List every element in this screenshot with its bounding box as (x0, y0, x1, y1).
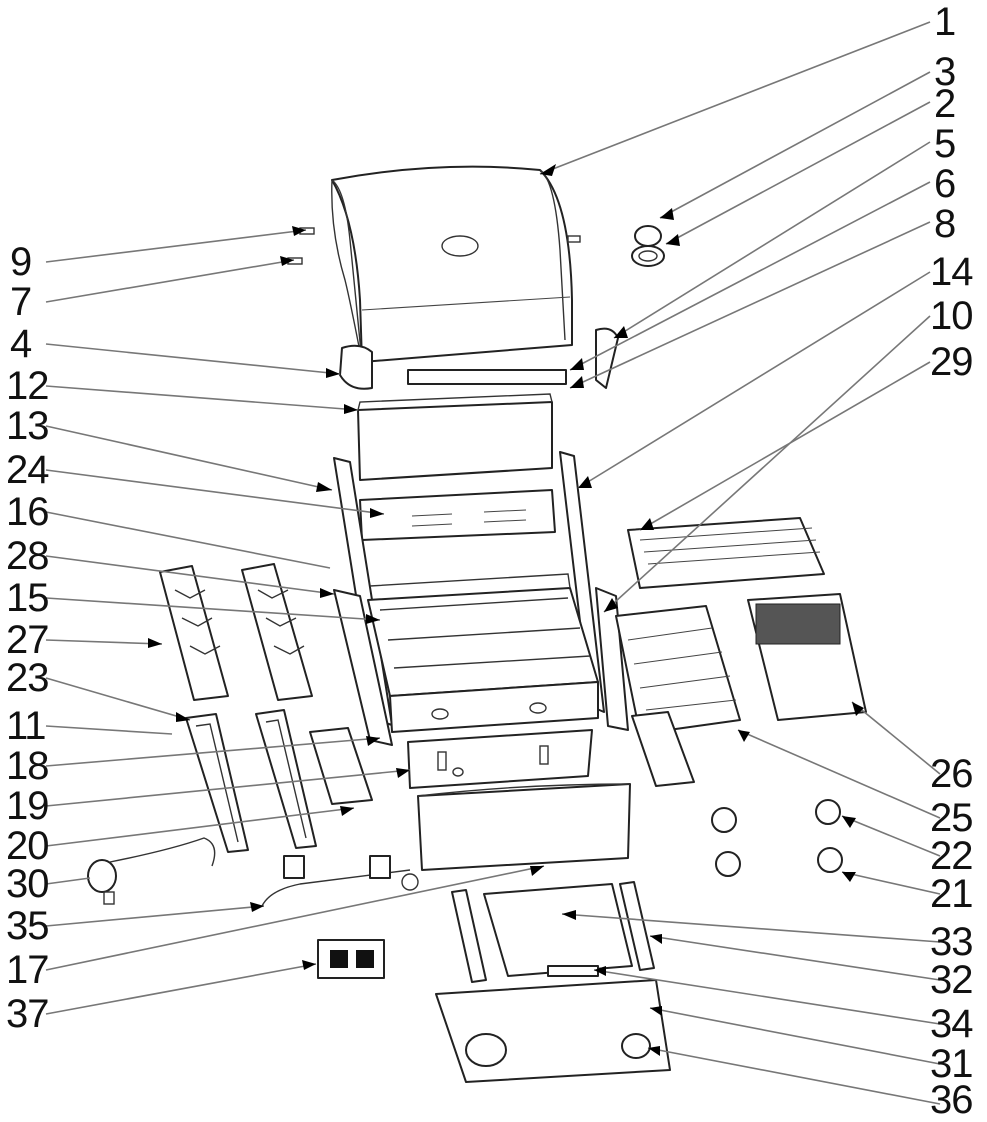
callout-label: 24 (6, 448, 49, 492)
callout-label: 23 (6, 656, 49, 700)
callout-label: 17 (6, 948, 49, 992)
leader-lines (45, 21, 941, 1105)
callout-label: 1 (934, 0, 956, 44)
callout-label: 16 (6, 490, 49, 534)
callout-label: 7 (10, 280, 32, 324)
handle-parts (339, 327, 619, 390)
battery-box (317, 939, 385, 979)
callout-label: 25 (930, 796, 973, 840)
heat-shield-part (359, 489, 556, 541)
callout-label: 10 (930, 294, 973, 338)
manifold-part (261, 855, 419, 907)
cart-frame (451, 881, 655, 983)
callout-label: 20 (6, 824, 49, 868)
callout-label: 18 (6, 744, 49, 788)
callout-label: 12 (6, 364, 49, 408)
control-panel-part (407, 729, 593, 789)
callout-label: 19 (6, 784, 49, 828)
warming-tray (631, 711, 695, 787)
callout-label: 32 (930, 958, 973, 1002)
callout-label: 26 (930, 752, 973, 796)
callout-label: 11 (6, 704, 47, 748)
callout-label: 35 (6, 904, 49, 948)
callout-label: 3 (934, 50, 956, 94)
callout-label: 28 (6, 534, 49, 578)
callout-label: 6 (934, 162, 956, 206)
callout-label: 21 (930, 872, 973, 916)
callout-label: 9 (10, 240, 32, 284)
callout-label: 5 (934, 122, 956, 166)
side-panels (333, 451, 629, 746)
knobs (711, 799, 843, 877)
callout-label: 33 (930, 920, 973, 964)
callout-label: 8 (934, 202, 956, 246)
callout-label: 4 (10, 322, 32, 366)
flame-tamers (159, 563, 313, 701)
arrowheads (148, 164, 864, 1056)
callout-label: 2 (934, 82, 956, 126)
callout-label: 31 (930, 1042, 973, 1086)
thermometer-part (631, 225, 665, 267)
front-panel-part (417, 783, 631, 871)
callout-label: 30 (6, 862, 49, 906)
callout-label: 27 (6, 618, 49, 662)
back-panel-part (357, 393, 553, 481)
callout-label: 22 (930, 834, 973, 878)
lid-part (331, 165, 573, 363)
burners (185, 709, 317, 853)
grates (615, 517, 867, 735)
bottom-shelf (435, 979, 671, 1083)
regulator-part (87, 837, 216, 905)
callout-label: 34 (930, 1002, 973, 1046)
firebox-part (367, 573, 599, 733)
callout-label: 29 (930, 340, 973, 384)
callout-label: 36 (930, 1078, 973, 1122)
callout-label: 14 (930, 250, 973, 294)
drip-tray-part (309, 727, 373, 805)
callout-label: 37 (6, 992, 49, 1036)
callout-label: 15 (6, 576, 49, 620)
callout-label: 13 (6, 404, 49, 448)
